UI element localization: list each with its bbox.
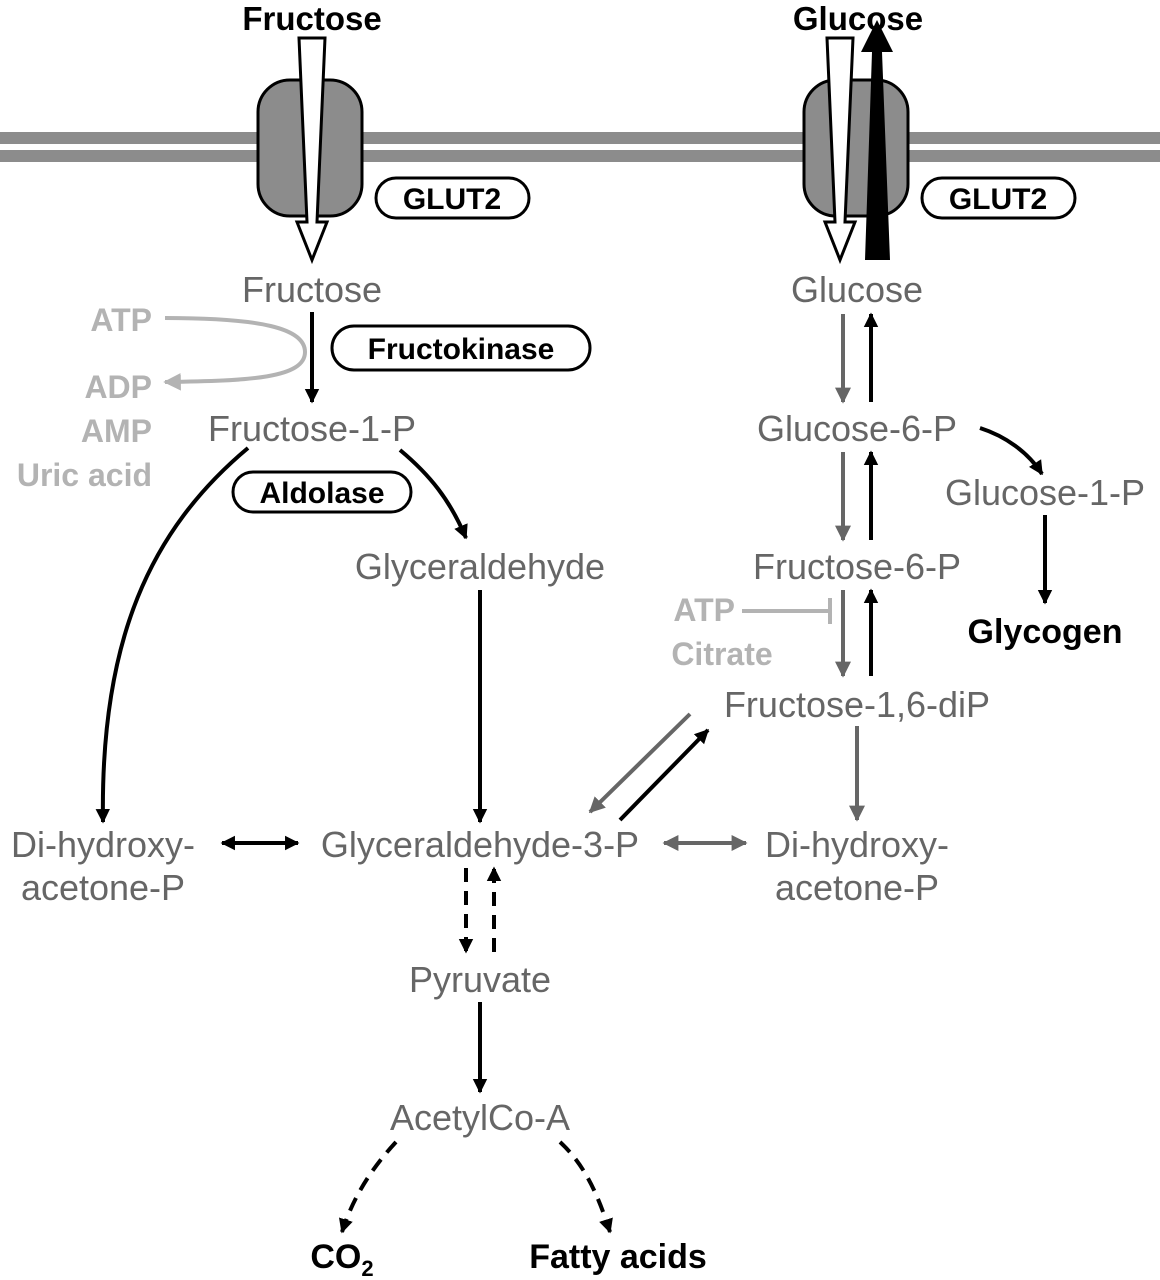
glucose-export-arrow bbox=[861, 20, 893, 260]
fructose-16-dip-label: Fructose-1,6-diP bbox=[724, 684, 990, 725]
g3p-to-f16dip-arrow bbox=[618, 728, 710, 822]
cell-membrane bbox=[0, 132, 1160, 162]
glycogen-label: Glycogen bbox=[968, 613, 1123, 651]
atp-label-left: ATP bbox=[90, 302, 152, 338]
fructose-label: Fructose bbox=[242, 269, 382, 310]
fructose-outside-label: Fructose bbox=[242, 0, 381, 37]
svg-text:GLUT2: GLUT2 bbox=[403, 183, 501, 216]
svg-text:Fructokinase: Fructokinase bbox=[368, 333, 555, 366]
fructose-1-p-label: Fructose-1-P bbox=[208, 408, 416, 449]
glucose-outside-label: Glucose bbox=[793, 0, 923, 37]
glut2-label-right: GLUT2 bbox=[920, 176, 1077, 220]
dhap-right-line1: Di-hydroxy- bbox=[765, 824, 949, 865]
acetylcoa-to-co2-arrow bbox=[338, 1140, 398, 1234]
glyceraldehyde-label: Glyceraldehyde bbox=[355, 546, 605, 587]
svg-text:GLUT2: GLUT2 bbox=[949, 183, 1047, 216]
f1p-to-dhap-arrow bbox=[95, 446, 250, 824]
dhap-right-line2: acetone-P bbox=[775, 867, 939, 908]
pfk-inhibition-marker bbox=[742, 598, 832, 624]
glucose-1-p-label: Glucose-1-P bbox=[945, 472, 1145, 513]
f1p-to-glyceraldehyde-arrow bbox=[398, 448, 468, 540]
glut2-label-left: GLUT2 bbox=[374, 176, 531, 220]
glucose-label: Glucose bbox=[791, 269, 923, 310]
glucose-import-arrow bbox=[822, 36, 858, 265]
amp-label: AMP bbox=[81, 413, 152, 449]
g6p-to-g1p-arrow bbox=[979, 426, 1044, 476]
dhap-left-line1: Di-hydroxy- bbox=[11, 824, 195, 865]
pyruvate-label: Pyruvate bbox=[409, 959, 551, 1000]
aldolase-label: Aldolase bbox=[231, 470, 413, 514]
svg-text:Aldolase: Aldolase bbox=[259, 477, 384, 510]
citrate-label: Citrate bbox=[671, 636, 772, 672]
glyceraldehyde-3-p-label: Glyceraldehyde-3-P bbox=[321, 824, 639, 865]
dhap-left-line2: acetone-P bbox=[21, 867, 185, 908]
adp-label: ADP bbox=[84, 369, 152, 405]
fructose-6-p-label: Fructose-6-P bbox=[753, 546, 961, 587]
co2-label: CO2 bbox=[310, 1238, 373, 1280]
glut2-transporter-right bbox=[802, 78, 910, 218]
uric-acid-label: Uric acid bbox=[17, 457, 152, 493]
acetylcoa-label: AcetylCo-A bbox=[390, 1097, 570, 1138]
f16dip-to-g3p-arrow bbox=[588, 712, 692, 814]
atp-to-adp-arrow bbox=[163, 316, 308, 391]
fructokinase-label: Fructokinase bbox=[330, 324, 592, 372]
atp-label-right: ATP bbox=[673, 592, 735, 628]
fructose-import-arrow bbox=[294, 36, 330, 265]
glucose-6-p-label: Glucose-6-P bbox=[757, 408, 957, 449]
acetylcoa-to-fatty-acids-arrow bbox=[558, 1140, 613, 1234]
fatty-acids-label: Fatty acids bbox=[529, 1238, 707, 1276]
